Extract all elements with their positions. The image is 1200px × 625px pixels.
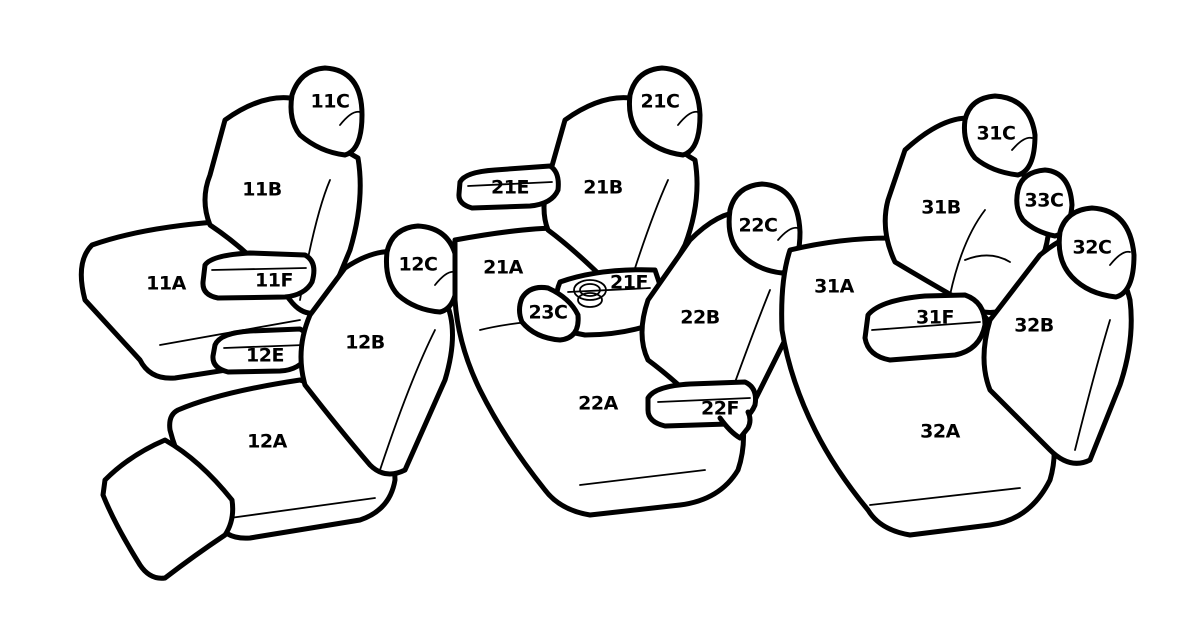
label-11C: 11C <box>311 91 350 113</box>
part-21C-headrest[interactable] <box>627 65 703 158</box>
label-22A: 22A <box>578 393 618 415</box>
label-12B: 12B <box>345 332 384 354</box>
part-12-leg-rest[interactable] <box>100 437 236 581</box>
part-31F-armrest[interactable] <box>862 292 988 363</box>
part-22F-armrest[interactable] <box>645 379 758 429</box>
label-12E: 12E <box>246 345 284 367</box>
label-32C: 32C <box>1073 237 1112 259</box>
label-12A: 12A <box>247 431 287 453</box>
seat-31-32: 31C 31B 33C 32C 31A 31F 32B 32A <box>779 93 1137 538</box>
label-22C: 22C <box>739 215 778 237</box>
label-22F: 22F <box>701 398 739 420</box>
label-12C: 12C <box>399 254 438 276</box>
label-31F: 31F <box>916 307 954 329</box>
label-31A: 31A <box>814 276 854 298</box>
label-21B: 21B <box>583 177 622 199</box>
label-21C: 21C <box>641 91 680 113</box>
part-21E-armrest[interactable] <box>456 163 561 211</box>
part-32C-headrest[interactable] <box>1056 205 1137 300</box>
part-23C-cover[interactable] <box>517 285 581 343</box>
label-11B: 11B <box>242 179 281 201</box>
label-31B: 31B <box>921 197 960 219</box>
label-32B: 32B <box>1014 315 1053 337</box>
part-11F-armrest[interactable] <box>200 250 317 301</box>
label-21A: 21A <box>483 257 523 279</box>
part-11C-headrest[interactable] <box>288 65 365 158</box>
part-31C-headrest[interactable] <box>962 93 1038 178</box>
label-11A: 11A <box>146 273 186 295</box>
label-22B: 22B <box>680 307 719 329</box>
label-21F: 21F <box>610 272 648 294</box>
label-21E: 21E <box>491 177 529 199</box>
seat-12: 12C 12B 12E 12A <box>100 223 461 581</box>
seat-21-22: 21C 21B 21E 21A 21F 23C 22C 22B 22A 22F <box>452 65 803 518</box>
label-32A: 32A <box>920 421 960 443</box>
label-11F: 11F <box>255 270 293 292</box>
label-31C: 31C <box>977 123 1016 145</box>
cup-holder-icon <box>573 279 607 308</box>
label-33C: 33C <box>1025 190 1064 212</box>
label-23C: 23C <box>529 302 568 324</box>
seat-11: 11C 11B 11A 11F <box>78 65 365 381</box>
